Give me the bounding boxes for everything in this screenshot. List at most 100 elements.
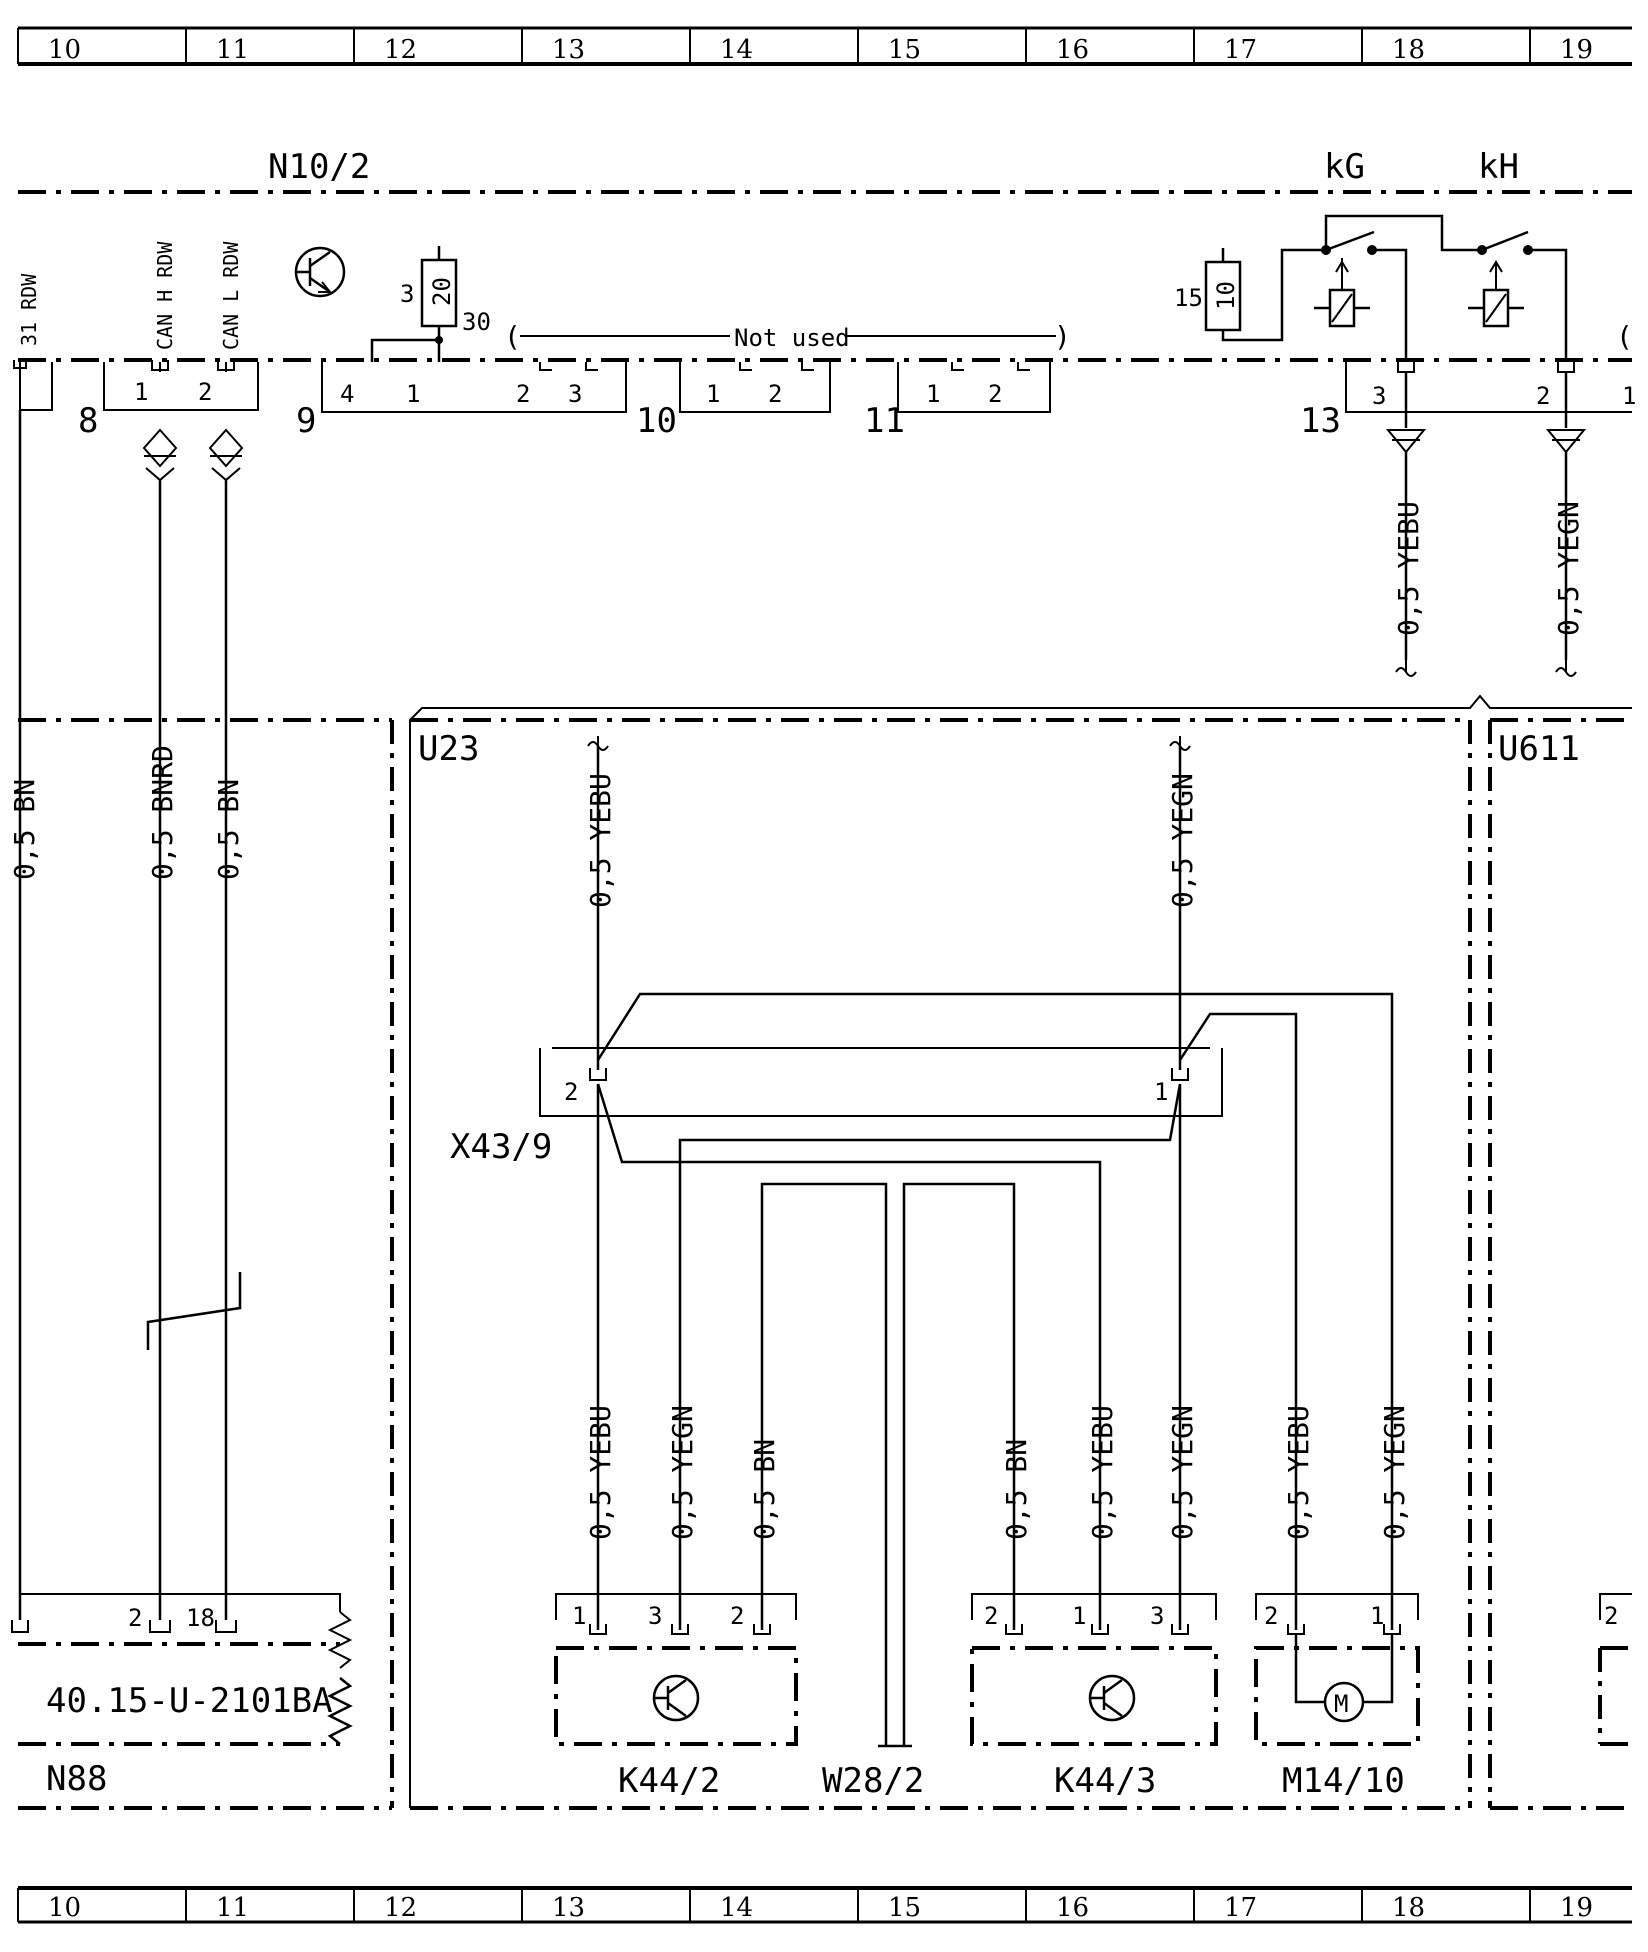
pin-2-label: 2 bbox=[564, 1078, 578, 1106]
label-kh: kH bbox=[1478, 147, 1519, 187]
paren-left: ( bbox=[1616, 320, 1633, 353]
splice-icon bbox=[1545, 429, 1587, 454]
label-n88-ref: 40.15-U-2101BA bbox=[46, 1681, 333, 1721]
relay-kh: kH ( bbox=[1324, 147, 1633, 362]
pin-2-label: 2 bbox=[988, 380, 1002, 408]
grid-bottom-column-18: 18 bbox=[1392, 1893, 1425, 1923]
pin-2-label: 2 bbox=[768, 380, 782, 408]
component-k44-2: 1 3 2 K44/2 bbox=[554, 1540, 798, 1801]
pin-3-label: 3 bbox=[1150, 1602, 1164, 1630]
pin-2-label: 2 bbox=[516, 380, 530, 408]
grid-bottom-column-15: 15 bbox=[888, 1893, 921, 1923]
wire-label-yegn: 0,5 YEGN bbox=[1166, 1405, 1199, 1540]
wire-label-bn: 0,5 BN bbox=[748, 1439, 781, 1540]
grid-top-column-13: 13 bbox=[552, 35, 585, 65]
grid-bottom-column-11: 11 bbox=[216, 1893, 249, 1923]
module-u611: U611 2 bbox=[1488, 718, 1632, 1810]
connector-8: CAN H RDW CAN L RDW 1 2 8 bbox=[78, 241, 259, 1620]
paren-left: ( bbox=[504, 320, 521, 353]
grid-top-column-11: 11 bbox=[216, 35, 249, 65]
connector-8-label: 8 bbox=[78, 401, 98, 441]
connector-13: 3 2 1 13 0,5 YEBU 0,5 YEGN bbox=[1300, 360, 1636, 677]
grid-top-column-17: 17 bbox=[1224, 35, 1257, 65]
pin-2-label: 2 bbox=[128, 1604, 142, 1632]
can-l-plug-icon bbox=[208, 428, 244, 482]
wire-label-yebu: 0,5 YEBU bbox=[1392, 501, 1425, 636]
connector-10-label: 10 bbox=[636, 401, 677, 441]
transistor-icon bbox=[652, 1674, 700, 1722]
component-m14-10: 2 1 M M14/10 bbox=[1254, 1540, 1420, 1801]
grid-bottom-column-14: 14 bbox=[720, 1893, 753, 1923]
fuse-10-rating: 10 bbox=[1212, 281, 1240, 310]
pin-2-label: 2 bbox=[1264, 1602, 1278, 1630]
wire-label-yegn: 0,5 YEGN bbox=[1378, 1405, 1411, 1540]
label-kg: kG bbox=[1324, 147, 1365, 187]
label-k44-2: K44/2 bbox=[618, 1761, 720, 1801]
grid-top-column-19: 19 bbox=[1560, 35, 1593, 65]
grid-bottom-column-13: 13 bbox=[552, 1893, 585, 1923]
module-u23: U23 0,5 YEBU 0,5 YEGN 2 1 X43/9 bbox=[409, 694, 1632, 1810]
label-u23: U23 bbox=[418, 729, 479, 769]
label-u611: U611 bbox=[1498, 729, 1580, 769]
relay-kg: kG 10 15 bbox=[1174, 147, 1408, 362]
pin-2-label: 2 bbox=[984, 1602, 998, 1630]
can-h-plug-icon bbox=[142, 428, 178, 482]
pin-1-label: 1 bbox=[706, 380, 720, 408]
label-w28-2: W28/2 bbox=[822, 1761, 924, 1801]
not-used-bracket: ( Not used ) bbox=[504, 320, 1071, 353]
pin-2-label: 2 bbox=[1604, 1602, 1618, 1630]
connector-9: 20 3 30 4 1 2 3 9 bbox=[296, 246, 627, 441]
wire-label-bn-left: 0,5 BN bbox=[8, 779, 41, 880]
grid-bottom-column-19: 19 bbox=[1560, 1893, 1593, 1923]
grid-bottom-column-17: 17 bbox=[1224, 1893, 1257, 1923]
pin-18-label: 18 bbox=[186, 1604, 215, 1632]
pin-1-label: 1 bbox=[1622, 382, 1636, 410]
transistor-icon bbox=[1088, 1674, 1136, 1722]
pin-3-label: 3 bbox=[1372, 382, 1386, 410]
pin-2-label: 2 bbox=[198, 378, 212, 406]
grid-bottom-column-10: 10 bbox=[48, 1893, 81, 1923]
wire-label-bn: 0,5 BN bbox=[1000, 1439, 1033, 1540]
label-n88: N88 bbox=[46, 1759, 107, 1799]
wire-label-bn: 0,5 BN bbox=[212, 779, 245, 880]
pin-1-label: 1 bbox=[134, 378, 148, 406]
label-not-used: Not used bbox=[734, 324, 850, 352]
label-m14-10: M14/10 bbox=[1282, 1761, 1405, 1801]
paren-right: ) bbox=[1054, 320, 1071, 353]
label-31-rdw: 31 RDW bbox=[17, 273, 41, 346]
motor-icon: M bbox=[1323, 1681, 1365, 1723]
module-n10-2: N10/2 bbox=[18, 147, 1632, 362]
connector-9-label: 9 bbox=[296, 401, 316, 441]
pin-1-label: 1 bbox=[1370, 1602, 1384, 1630]
pin-4-label: 4 bbox=[340, 380, 354, 408]
fuse-20-pin-right: 30 bbox=[462, 308, 491, 336]
pin-1-label: 1 bbox=[1154, 1078, 1168, 1106]
fuse-20-rating: 20 bbox=[428, 277, 456, 306]
wire-label-yebu: 0,5 YEBU bbox=[1282, 1405, 1315, 1540]
wire-label-yegn: 0,5 YEGN bbox=[1166, 773, 1199, 908]
pin-1-label: 1 bbox=[406, 380, 420, 408]
splice-icon bbox=[1385, 429, 1427, 454]
component-k44-3: 2 1 3 K44/3 bbox=[970, 1540, 1218, 1801]
label-x43-9: X43/9 bbox=[450, 1127, 552, 1167]
fuse-10-pin-left: 15 bbox=[1174, 284, 1203, 312]
connector-13-label: 13 bbox=[1300, 401, 1341, 441]
fuse-20-pin-left: 3 bbox=[400, 280, 414, 308]
connector-x43-9: 2 1 X43/9 bbox=[450, 1047, 1223, 1167]
motor-letter: M bbox=[1334, 1690, 1348, 1718]
wire-label-yebu: 0,5 YEBU bbox=[584, 1405, 617, 1540]
grid-bottom-column-16: 16 bbox=[1056, 1893, 1089, 1923]
connector-10: 1 2 10 bbox=[636, 362, 831, 441]
grid-top-column-18: 18 bbox=[1392, 35, 1425, 65]
pin-31-rdw: 31 RDW bbox=[13, 273, 53, 1620]
grid-top-column-12: 12 bbox=[384, 35, 417, 65]
connector-11: 1 2 11 bbox=[864, 362, 1051, 441]
wire-label-yegn: 0,5 YEGN bbox=[666, 1405, 699, 1540]
pin-3-label: 3 bbox=[568, 380, 582, 408]
wire-label-yebu: 0,5 YEBU bbox=[1086, 1405, 1119, 1540]
grid-top-column-15: 15 bbox=[888, 35, 921, 65]
label-can-l-rdw: CAN L RDW bbox=[219, 241, 243, 350]
grid-top-column-10: 10 bbox=[48, 35, 81, 65]
